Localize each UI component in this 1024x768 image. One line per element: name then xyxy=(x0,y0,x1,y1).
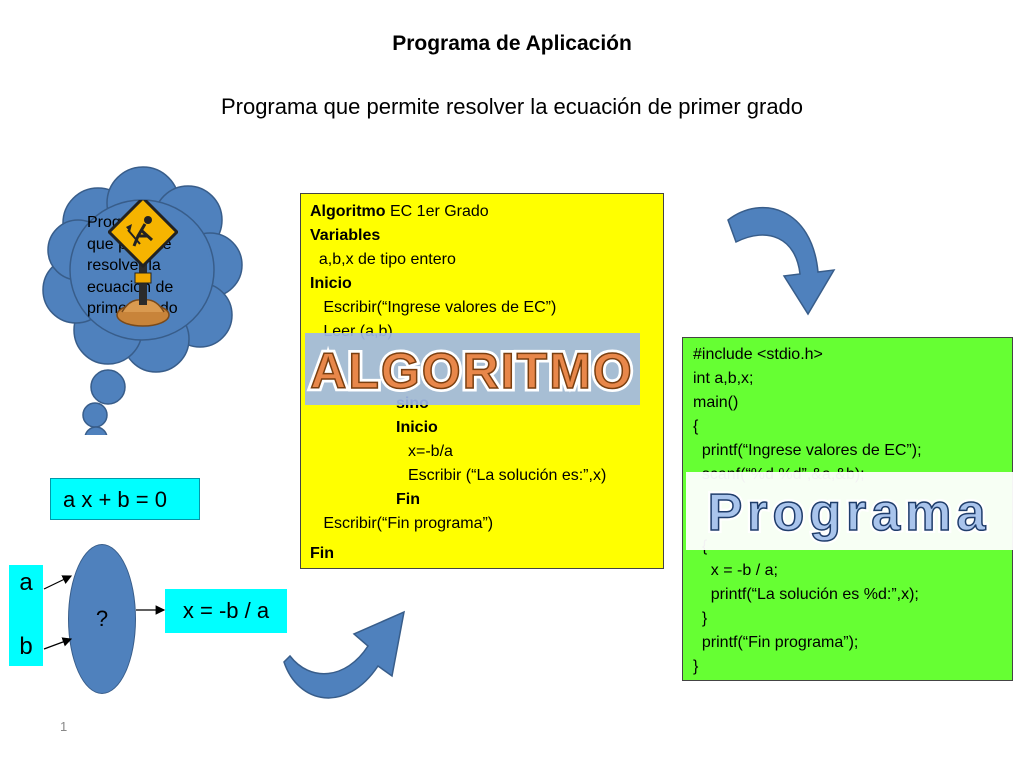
algo-line: Escribir(“Ingrese valores de EC”) xyxy=(310,299,557,316)
arrow-a-icon xyxy=(43,575,73,590)
program-wordart-fill: Programa xyxy=(708,484,991,542)
slide-title: Programa de Aplicación xyxy=(392,32,632,55)
input-b: b xyxy=(19,633,33,660)
equation-box: a x + b = 0 xyxy=(50,478,200,520)
algo-line: Escribir(“Fin programa”) xyxy=(310,515,494,532)
slide-subtitle: Programa que permite resolver la ecuació… xyxy=(220,94,804,119)
inputs-box xyxy=(9,565,43,666)
algo-keyword: Algoritmo xyxy=(310,203,386,220)
algo-line: x=-b/a xyxy=(408,443,453,460)
program-wordart-text: Programa xyxy=(708,484,991,542)
arrow-b-icon xyxy=(43,637,73,650)
program-wordart: Programa Programa xyxy=(705,481,991,545)
algo-line: Inicio xyxy=(396,419,438,436)
code-line: printf(“Ingrese valores de EC”); xyxy=(693,442,922,459)
code-line: { xyxy=(693,418,699,435)
curved-arrow-up-icon xyxy=(283,610,405,699)
code-line: } xyxy=(693,658,699,675)
code-line: x = -b / a; xyxy=(693,562,778,579)
algorithm-wordart: ALGORITMO ALGORITMO xyxy=(307,340,636,403)
process-label: ? xyxy=(95,606,109,631)
code-line: int a,b,x; xyxy=(693,370,754,387)
code-line: printf(“Fin programa”); xyxy=(693,634,859,651)
algo-line: Escribir (“La solución es:”,x) xyxy=(408,467,607,484)
thought-cloud xyxy=(42,166,243,435)
algo-line: Variables xyxy=(310,227,381,244)
algo-line: Fin xyxy=(396,491,420,508)
algo-line: Algoritmo EC 1er Grado xyxy=(310,200,663,224)
process-ellipse xyxy=(68,544,136,694)
cloud-line: ecuación de xyxy=(87,278,174,296)
algorithm-wordart-text: ALGORITMO xyxy=(310,343,634,399)
algo-line: Fin xyxy=(310,545,334,562)
algorithm-wordart-fill: ALGORITMO xyxy=(310,343,634,399)
result-box: x = -b / a xyxy=(165,589,287,633)
input-a: a xyxy=(19,569,33,596)
code-line: printf(“La solución es %d:”,x); xyxy=(693,586,919,603)
algorithm-banner xyxy=(305,333,640,405)
program-banner xyxy=(686,472,1013,550)
algo-line: Inicio xyxy=(310,275,352,292)
code-line: } xyxy=(693,610,708,627)
code-line: #include <stdio.h> xyxy=(693,346,823,363)
algo-line: a,b,x de tipo entero xyxy=(310,251,456,268)
flow-arrows xyxy=(43,575,166,650)
code-line: main() xyxy=(693,394,739,411)
construction-sign-icon xyxy=(108,200,178,327)
algo-text: EC 1er Grado xyxy=(385,203,489,220)
page-number: 1 xyxy=(60,719,68,734)
curved-arrow-down-icon xyxy=(727,206,836,316)
